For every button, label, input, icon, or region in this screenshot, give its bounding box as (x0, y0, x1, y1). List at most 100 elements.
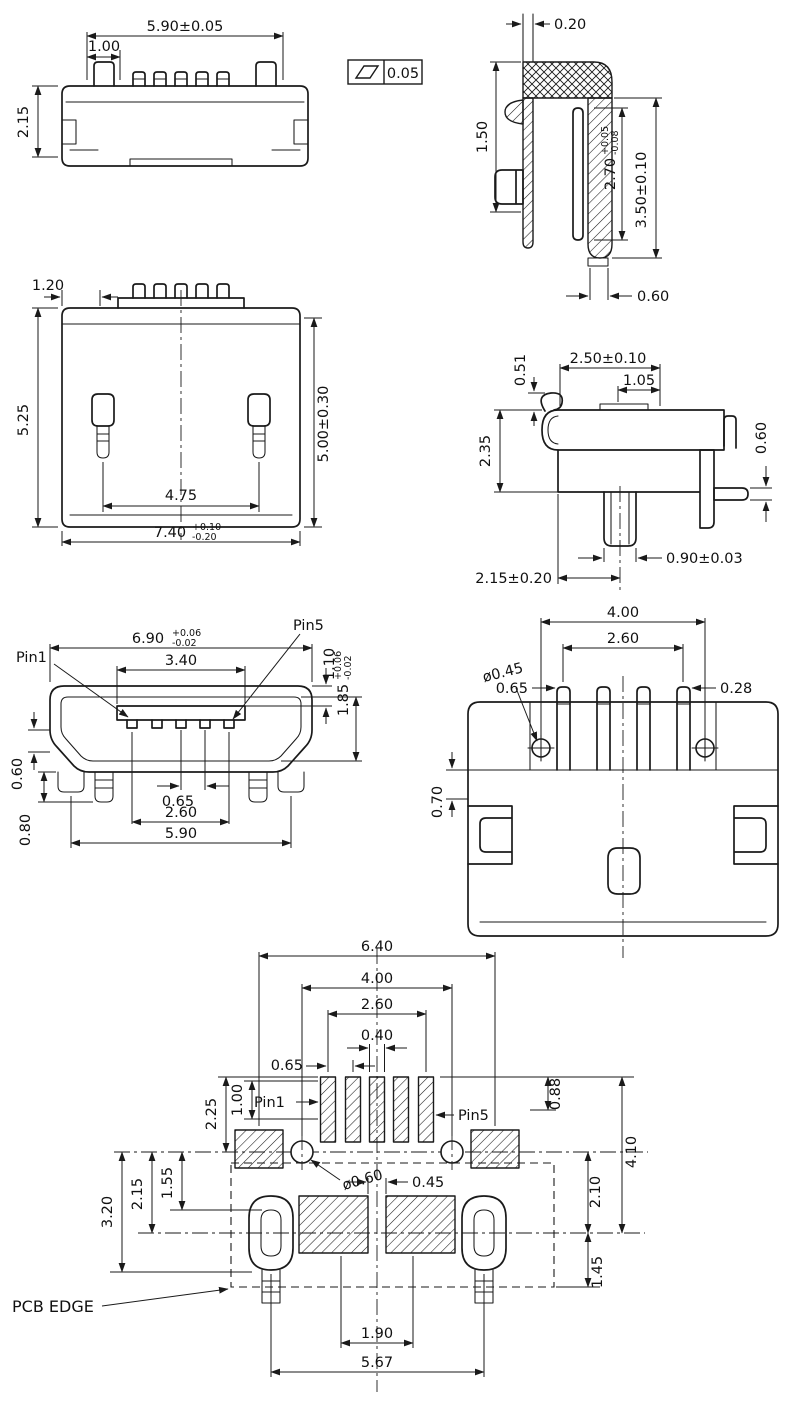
dim-tol-minus: -0.08 (610, 130, 621, 155)
dim-shoulder-height: 0.70 (430, 752, 468, 818)
extension-lines (327, 1010, 427, 1072)
pcb-edge-callout: PCB EDGE (12, 1286, 229, 1316)
dim-tip-length: 1.05 (617, 373, 661, 402)
solder-tab-outline (494, 169, 524, 205)
dim-body-width: 5.90 (70, 796, 292, 848)
dim-text: 0.88 (548, 1078, 564, 1110)
top-view-detail-lines (61, 101, 309, 167)
side-view-rear-tab (723, 415, 737, 449)
pin1-callout: Pin1 (16, 650, 129, 718)
dim-chamfer-height: 0.60 (10, 712, 50, 790)
dim-pad-width: 0.40 (347, 1028, 407, 1072)
latch-bump-section (504, 99, 524, 125)
pcb-edge-label: PCB EDGE (12, 1297, 94, 1316)
signal-pads (319, 1076, 435, 1143)
dim-opening-height: 1.85 +0.06 -0.02 (281, 651, 362, 762)
dim-edge-offset: 1.20 (32, 278, 118, 306)
dim-text: 0.90±0.03 (666, 551, 743, 567)
bottom-view-body-outline (61, 307, 301, 528)
extension-lines (440, 1076, 634, 1111)
dim-tail-width: 0.65 (496, 681, 556, 697)
footprint-view: 6.40 4.00 2.60 0.40 0.65 1.00 2.25 Pin1 … (12, 939, 648, 1392)
dim-shield-pad-height: 1.00 (230, 1080, 318, 1120)
extension-lines (301, 984, 453, 1136)
dim-text: 4.75 (165, 488, 197, 504)
rear-view-bottom-slot (607, 847, 641, 895)
dim-leg-length: 0.80 (18, 771, 93, 846)
extension-lines (116, 666, 246, 704)
dim-post-width: 0.90±0.03 (578, 548, 743, 567)
top-view-side-clips (93, 61, 277, 87)
dim-latch-height: 1.50 (475, 61, 521, 213)
rear-view-body-outline (467, 701, 779, 937)
rear-view: 4.00 2.60 0.65 0.28 ø0.45 0.70 (430, 605, 779, 958)
dim-text: 1.55 (160, 1167, 176, 1199)
dim-text: 1.90 (361, 1326, 393, 1342)
dim-text: 2.60 (607, 631, 639, 647)
side-view-shell (541, 409, 725, 451)
dim-foot-width: 0.60 (566, 268, 669, 305)
top-view: 5.90±0.05 1.00 2.15 0.05 (16, 19, 423, 167)
dim-text: 2.60 (165, 805, 197, 821)
dim-body-depth: 5.25 (16, 307, 58, 528)
extension-lines (750, 487, 772, 501)
extension-lines (32, 307, 58, 528)
dim-tol-plus: +0.10 (192, 522, 221, 533)
dim-text: 1.50 (475, 121, 491, 153)
dim-text: 0.60 (10, 758, 26, 790)
dim-text: 0.65 (496, 681, 528, 697)
rivet-center-marks (527, 734, 719, 762)
rear-view-side-latches (467, 805, 779, 865)
pin5-callout: Pin5 (232, 618, 324, 720)
flatness-value: 0.05 (387, 66, 419, 82)
dim-text: 7.40 (154, 525, 186, 541)
pin1-label: Pin1 (16, 650, 47, 666)
dim-contact-pitch: 0.65 (157, 730, 229, 810)
pin5-label: Pin5 (293, 618, 324, 634)
dim-text: 2.50±0.10 (570, 351, 647, 367)
dim-inner-height: 2.70 +0.05 -0.08 (594, 107, 628, 241)
extension-lines (367, 1178, 387, 1194)
right-slot-pad (461, 1195, 507, 1271)
leader-line (515, 687, 538, 742)
connector-outline-dashed (230, 1162, 555, 1288)
top-view-contact-tails (132, 71, 230, 87)
dim-text: 2.25 (204, 1098, 220, 1130)
dim-top-tab-offset: 1.00 (86, 39, 121, 80)
shell-top-lines (522, 13, 534, 63)
shield-pads (234, 1129, 520, 1169)
extension-lines (180, 730, 206, 790)
dim-text: 1.05 (623, 373, 655, 389)
extension-lines (494, 409, 558, 493)
extension-lines (245, 685, 332, 707)
dim-pad-pitch: 0.65 (271, 1058, 375, 1074)
dim-text: 6.40 (361, 939, 393, 955)
dim-shell-width: 6.90 +0.06 -0.02 (49, 628, 313, 682)
dim-text: 0.51 (513, 354, 529, 386)
front-view: 6.90 +0.06 -0.02 Pin5 Pin1 3.40 1.10 1.8… (10, 618, 362, 848)
dim-text: 1.10 (322, 648, 338, 680)
extension-lines (28, 729, 50, 753)
right-slot-hole (473, 1209, 495, 1257)
dim-tol-plus: +0.06 (172, 628, 201, 639)
extension-lines (540, 618, 706, 736)
extension-lines (446, 769, 468, 800)
extension-lines (32, 85, 58, 158)
bottom-view-post-legs (96, 425, 266, 459)
dim-leg-span: 5.67 (270, 1274, 485, 1377)
section-view: 0.20 1.50 2.70 +0.05 -0.08 3.50±0.10 0.6… (475, 13, 669, 305)
hole-diameter-callout: ø0.60 (310, 1159, 385, 1194)
footprint-pin5-callout: Pin5 (435, 1108, 489, 1124)
bottom-view-posts (91, 393, 271, 427)
dim-text: 5.67 (361, 1355, 393, 1371)
extension-lines (70, 796, 292, 848)
hole-center-marks (301, 1134, 453, 1170)
dim-leg-spacing: 4.75 (102, 462, 260, 512)
dim-text: 2.70 (603, 158, 619, 190)
leader-line (101, 1286, 229, 1307)
dim-tol-minus: -0.02 (343, 655, 354, 680)
extension-lines (340, 1256, 414, 1348)
flatness-symbol-icon (354, 65, 380, 79)
extension-lines (603, 548, 637, 562)
